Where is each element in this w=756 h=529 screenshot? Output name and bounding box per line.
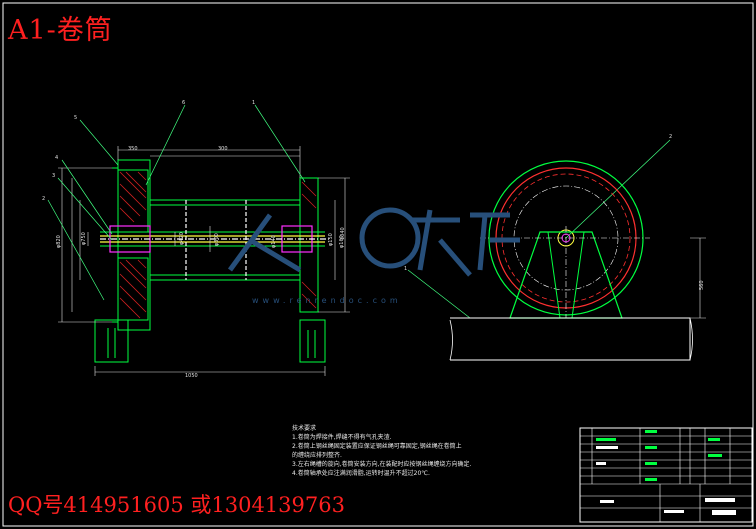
contact-info: QQ号414951605 或1304139763 — [8, 493, 345, 517]
dim-drum-dia: φ420 — [179, 232, 185, 245]
watermark-text: www.renrendoc.com — [252, 296, 402, 305]
notes-line: 4.卷筒轴承处应注满润滑脂,运转时温升不超过20℃. — [292, 470, 430, 477]
part-label-2: 2 — [42, 196, 45, 202]
title-block-fill — [596, 430, 722, 481]
dim-right-dia: φ160 — [339, 235, 345, 248]
part-label-1: 1 — [252, 100, 255, 106]
shaft-detail — [100, 200, 330, 280]
notes-line: 3.左右绳槽的旋向,卷筒安装方向,在装配时应按钢丝绳缠绕方向确定. — [292, 461, 472, 468]
hatching — [119, 171, 317, 319]
part-label-4: 4 — [55, 155, 58, 161]
notes-heading: 技术要求 — [292, 425, 317, 432]
title-block — [580, 428, 752, 522]
dim-hub-dia: φ750 — [81, 232, 87, 245]
technical-notes: 技术要求 1.卷筒为焊接件,焊缝不得有气孔夹渣. 2.卷筒上钢丝绳固定装置应保证… — [292, 424, 532, 478]
dim-total-length: 1050 — [185, 373, 198, 379]
drawing-title: A1-卷筒 — [8, 15, 113, 46]
dim-drum-length: 300 — [218, 146, 228, 152]
drum-section-view — [94, 159, 326, 363]
notes-line: 2.卷筒上钢丝绳固定装置应保证钢丝绳可靠固定,钢丝绳在卷筒上 — [292, 443, 462, 450]
leader-lines — [47, 104, 671, 319]
dimension-labels-left: 1050 300 350 φ820 φ750 φ420 φ300 φ140 φ1… — [56, 146, 345, 379]
part-labels: 5 6 1 4 3 2 2 1 — [42, 100, 672, 272]
watermark-logo — [227, 207, 520, 277]
dimension-lines-left — [58, 146, 350, 376]
notes-line: 1.卷筒为焊接件,焊缝不得有气孔夹渣. — [292, 434, 392, 441]
dim-overall-height: 1040 — [340, 227, 346, 240]
notes-line: 的缠绕应排列整齐. — [292, 452, 342, 459]
dim-flange-dia: φ820 — [56, 235, 62, 248]
dim-flange-width: 350 — [128, 146, 138, 152]
part-label-2b: 2 — [669, 134, 672, 140]
part-label-5: 5 — [74, 115, 77, 121]
part-label-1b: 1 — [404, 266, 407, 272]
dim-bore-dia: φ300 — [214, 233, 220, 246]
drum-side-view — [449, 160, 706, 361]
dim-shaft-dia: φ140 — [271, 235, 277, 248]
dim-right-hub: φ150 — [328, 233, 334, 246]
dim-center-height: 560 — [699, 280, 705, 290]
title-block-text — [596, 446, 736, 515]
title-block-frame — [579, 427, 753, 523]
part-label-6: 6 — [182, 100, 185, 106]
part-label-3: 3 — [52, 173, 55, 179]
